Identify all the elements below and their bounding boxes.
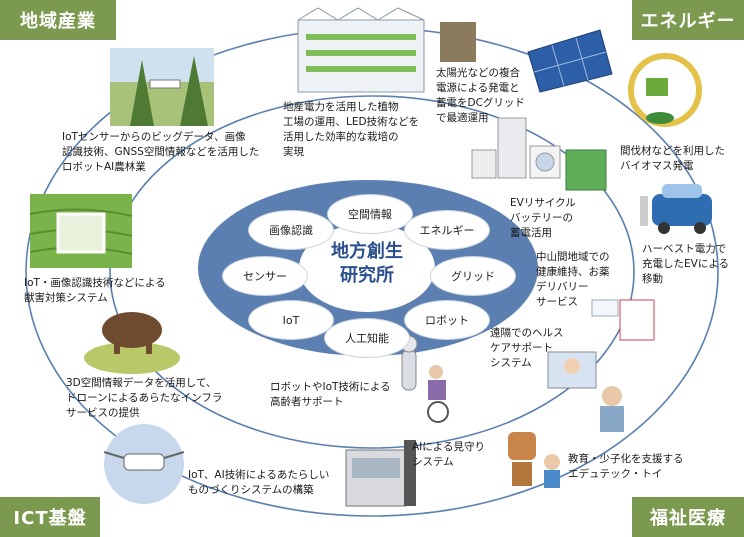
caption-remote-healthcare: 遠隔でのヘルス ケアサポート システム (490, 327, 564, 369)
corner-label-welfare-medical: 福祉医療 (632, 497, 744, 537)
tech-node-energy: エネルギー (404, 210, 490, 250)
caption-plant-factory: 地産電力を活用した植物 工場の運用、LED技術などを 活用した効率的な栽培の 実… (283, 101, 420, 158)
corner-label-regional-industry: 地域産業 (0, 0, 116, 40)
tech-node-robot: ロボット (404, 300, 490, 340)
rice-terrace-photo (29, 194, 133, 268)
corner-label-energy: エネルギー (632, 0, 744, 40)
caption-ev-battery: EVリサイクル バッテリーの 蓄電活用 (510, 197, 576, 239)
boar-illustration (84, 312, 180, 374)
medicine-bag-illustration (591, 299, 655, 341)
tech-node-sensor: センサー (222, 256, 308, 296)
tech-node-iot: IoT (248, 300, 334, 340)
drone-illustration (103, 424, 185, 504)
caption-ai-forestry: IoTセンサーからのビッグデータ、画像 認識技術、GNSS空間情報などを活用した… (62, 131, 260, 173)
biomass-cycle-illustration (628, 53, 702, 127)
caption-harvest-ev: ハーベスト電力で 充電したEVによる 移動 (642, 243, 730, 285)
caption-solar-grid: 太陽光などの複合 電源による発電と 蓄電をDCグリッド で最適運用 (436, 67, 525, 124)
ev-car-illustration (640, 184, 712, 234)
center-label-line1: 地方創生 (331, 241, 403, 262)
caption-wildlife-control: IoT・画像認識技術などによる 獣害対策システム (24, 277, 166, 304)
caption-ai-watch: AIによる見守り システム (412, 441, 485, 468)
tech-node-image-recognition: 画像認識 (248, 210, 334, 250)
remote-care-illustration (547, 351, 624, 432)
appliances-illustration (471, 117, 561, 179)
solar-panel-illustration (527, 29, 613, 93)
ev-battery-illustration (565, 149, 607, 191)
caption-medicine-delivery: 中山間地域での 健康維持、お薬 デリバリー サービス (536, 251, 610, 308)
plant-factory-illustration (297, 7, 425, 93)
manufacturing-machine-illustration (345, 440, 416, 507)
caption-edutech: 教育・少子化を支援する エデュテック・トイ (568, 453, 684, 480)
center-label-line2: 研究所 (340, 265, 394, 286)
caption-elderly-support: ロボットやIoT技術による 高齢者サポート (270, 381, 391, 408)
caption-biomass: 間伐材などを利用した バイオマス発電 (620, 145, 725, 172)
forest-drone-photo (110, 48, 214, 126)
caption-drone-infrastructure: 3D空間情報データを活用して、 ドローンによるあらたなインフラ サービスの提供 (66, 377, 223, 419)
edutech-toy-illustration (508, 432, 560, 488)
center-label: 地方創生 研究所 (312, 240, 422, 288)
owl-photo (440, 22, 476, 62)
tech-node-spatial-info: 空間情報 (327, 194, 413, 234)
tech-node-ai: 人工知能 (324, 318, 410, 358)
tech-node-grid: グリッド (430, 256, 516, 296)
caption-manufacturing: IoT、AI技術によるあたらしい ものづくりシステムの構築 (188, 469, 330, 496)
corner-label-ict-infrastructure: ICT基盤 (0, 497, 100, 537)
